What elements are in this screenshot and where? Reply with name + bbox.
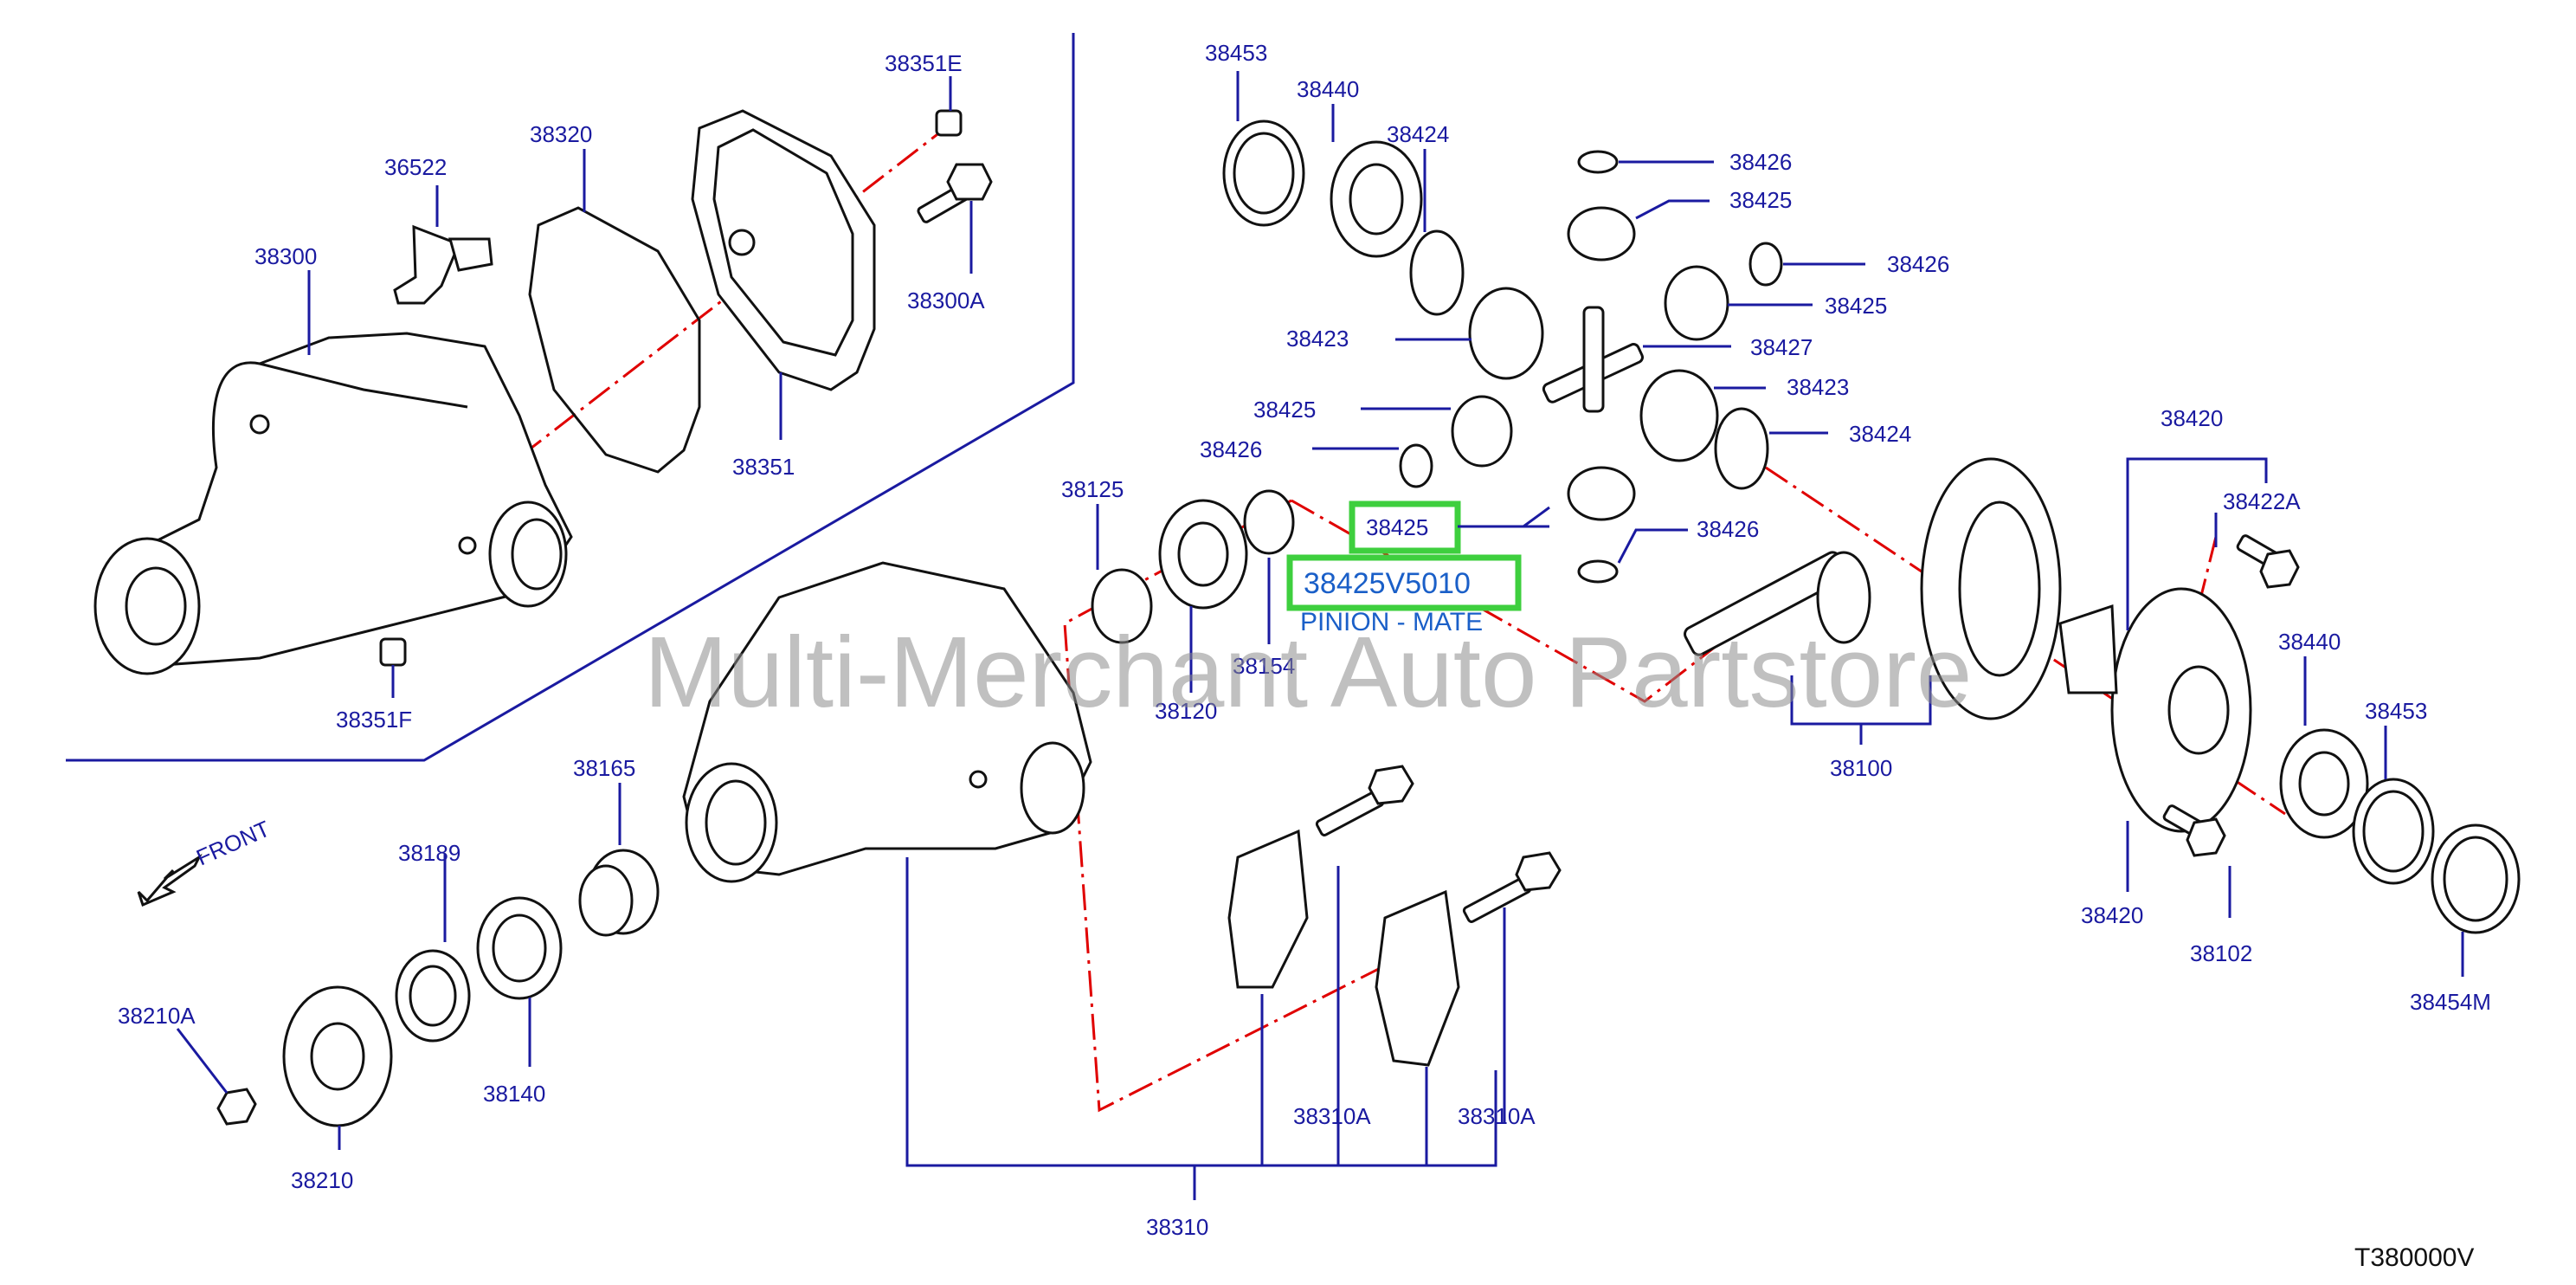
label-38440-right: 38440 <box>2278 629 2341 655</box>
label-38440-upper: 38440 <box>1297 76 1359 102</box>
pinion-collapsible-spacer <box>578 849 660 937</box>
highlight-part-name: PINION - MATE <box>1300 608 1483 636</box>
thrust-washer-upper <box>1409 229 1465 316</box>
label-38425-right: 38425 <box>1825 293 1887 319</box>
front-label: FRONT <box>192 816 274 871</box>
side-gear-upper <box>1468 287 1544 380</box>
label-38320: 38320 <box>530 121 592 147</box>
highlight-box-number <box>1286 554 1522 611</box>
case-bolt-upper <box>2236 534 2300 589</box>
drive-pinion <box>1684 551 1871 656</box>
label-38426-left: 38426 <box>1200 436 1262 462</box>
label-38310: 38310 <box>1146 1214 1208 1240</box>
thrust-washer-lower <box>1714 407 1769 490</box>
side-bearing-upper <box>1330 140 1423 258</box>
pinion-washer <box>1243 489 1295 555</box>
part-labels: 38300 36522 38320 38351E 38300A 38351 38… <box>118 40 2491 1240</box>
label-38453-right: 38453 <box>2365 698 2427 724</box>
label-38351E: 38351E <box>885 50 963 76</box>
label-38425-left: 38425 <box>1253 397 1316 423</box>
highlight-box-label <box>1349 500 1461 554</box>
label-38102: 38102 <box>2190 940 2252 966</box>
side-gear-lower <box>1639 369 1719 462</box>
ring-gear <box>1920 457 2062 720</box>
label-36522: 36522 <box>384 154 447 180</box>
washer-small-4 <box>1577 559 1619 584</box>
label-38140: 38140 <box>483 1081 545 1107</box>
leader-lines <box>176 71 2464 1200</box>
flange-nut <box>216 1088 257 1126</box>
side-bearing-spacer-right <box>2352 778 2435 885</box>
label-38423-left: 38423 <box>1286 326 1349 352</box>
cap-bolt-right <box>1462 851 1562 923</box>
differential-case <box>2058 587 2252 833</box>
pinion-mate-gear-left <box>1451 395 1513 468</box>
case-bolt-lower <box>2162 804 2226 857</box>
rear-pinion-bearing <box>1158 499 1248 610</box>
highlighted-part[interactable]: 38425 38425V5010 PINION - MATE <box>1286 500 1549 636</box>
diagram-code: T380000V <box>2354 1243 2474 1272</box>
highlight-part-label: 38425 <box>1366 514 1428 540</box>
rear-cover <box>691 109 876 391</box>
companion-flange <box>282 985 393 1127</box>
label-38453-upper: 38453 <box>1205 40 1267 66</box>
label-38351: 38351 <box>732 454 795 480</box>
label-38100: 38100 <box>1830 755 1892 781</box>
bracket <box>393 224 493 305</box>
label-38426-bottom: 38426 <box>1697 516 1759 542</box>
section-divider <box>66 33 1075 762</box>
label-38423-right: 38423 <box>1787 374 1849 400</box>
side-bearing-right <box>2279 728 2369 839</box>
label-38310A-left: 38310A <box>1293 1103 1371 1129</box>
watermark: Multi-Merchant Auto Partstore <box>644 616 1972 728</box>
pinion-mate-gear-bottom <box>1567 466 1636 521</box>
pinion-oil-seal <box>395 949 471 1043</box>
rear-cover-gasket <box>528 206 701 474</box>
washer-small-1 <box>1577 150 1619 174</box>
label-38120: 38120 <box>1155 698 1217 724</box>
washer-small-2 <box>1748 242 1783 287</box>
label-38420-upper: 38420 <box>2161 405 2223 431</box>
carrier-housing-center <box>682 561 1092 883</box>
differential-carrier-housing <box>93 332 573 675</box>
cover-bolt <box>917 163 993 223</box>
label-38420-lower: 38420 <box>2081 902 2143 928</box>
label-38189: 38189 <box>398 840 460 866</box>
washer-small-3 <box>1399 443 1433 488</box>
label-38454M: 38454M <box>2410 989 2491 1015</box>
bearing-cap-left <box>1227 829 1309 989</box>
label-38210: 38210 <box>291 1167 353 1193</box>
bearing-cap-right <box>1375 889 1460 1067</box>
side-oil-seal-right <box>2431 823 2521 934</box>
front-arrow-icon <box>137 853 203 907</box>
pinion-mate-gear-right <box>1664 265 1729 341</box>
cap-bolt-left <box>1315 765 1414 836</box>
label-38165: 38165 <box>573 755 635 781</box>
label-38154: 38154 <box>1233 653 1295 679</box>
label-38426-top: 38426 <box>1729 149 1792 175</box>
label-38425-top: 38425 <box>1729 187 1792 213</box>
pinion-front-bearing <box>476 896 563 1000</box>
label-38300: 38300 <box>254 243 317 269</box>
label-38422A: 38422A <box>2223 488 2301 514</box>
label-38351F: 38351F <box>336 707 412 733</box>
fill-plug-lower <box>379 637 407 667</box>
label-38424-upper: 38424 <box>1387 121 1449 147</box>
pinion-shim <box>1091 568 1153 644</box>
label-38300A: 38300A <box>907 287 985 313</box>
side-bearing-outer-seal <box>1222 119 1305 227</box>
label-38424-right: 38424 <box>1849 421 1911 447</box>
drain-plug-upper <box>935 109 963 137</box>
label-38125: 38125 <box>1061 476 1124 502</box>
pinion-shaft-cross <box>1542 306 1644 413</box>
pinion-mate-gear-top <box>1567 206 1636 262</box>
label-38427: 38427 <box>1750 334 1813 360</box>
label-38310A-right: 38310A <box>1458 1103 1536 1129</box>
label-38426-right: 38426 <box>1887 251 1949 277</box>
label-38210A: 38210A <box>118 1003 196 1029</box>
highlight-part-number[interactable]: 38425V5010 <box>1304 567 1471 600</box>
